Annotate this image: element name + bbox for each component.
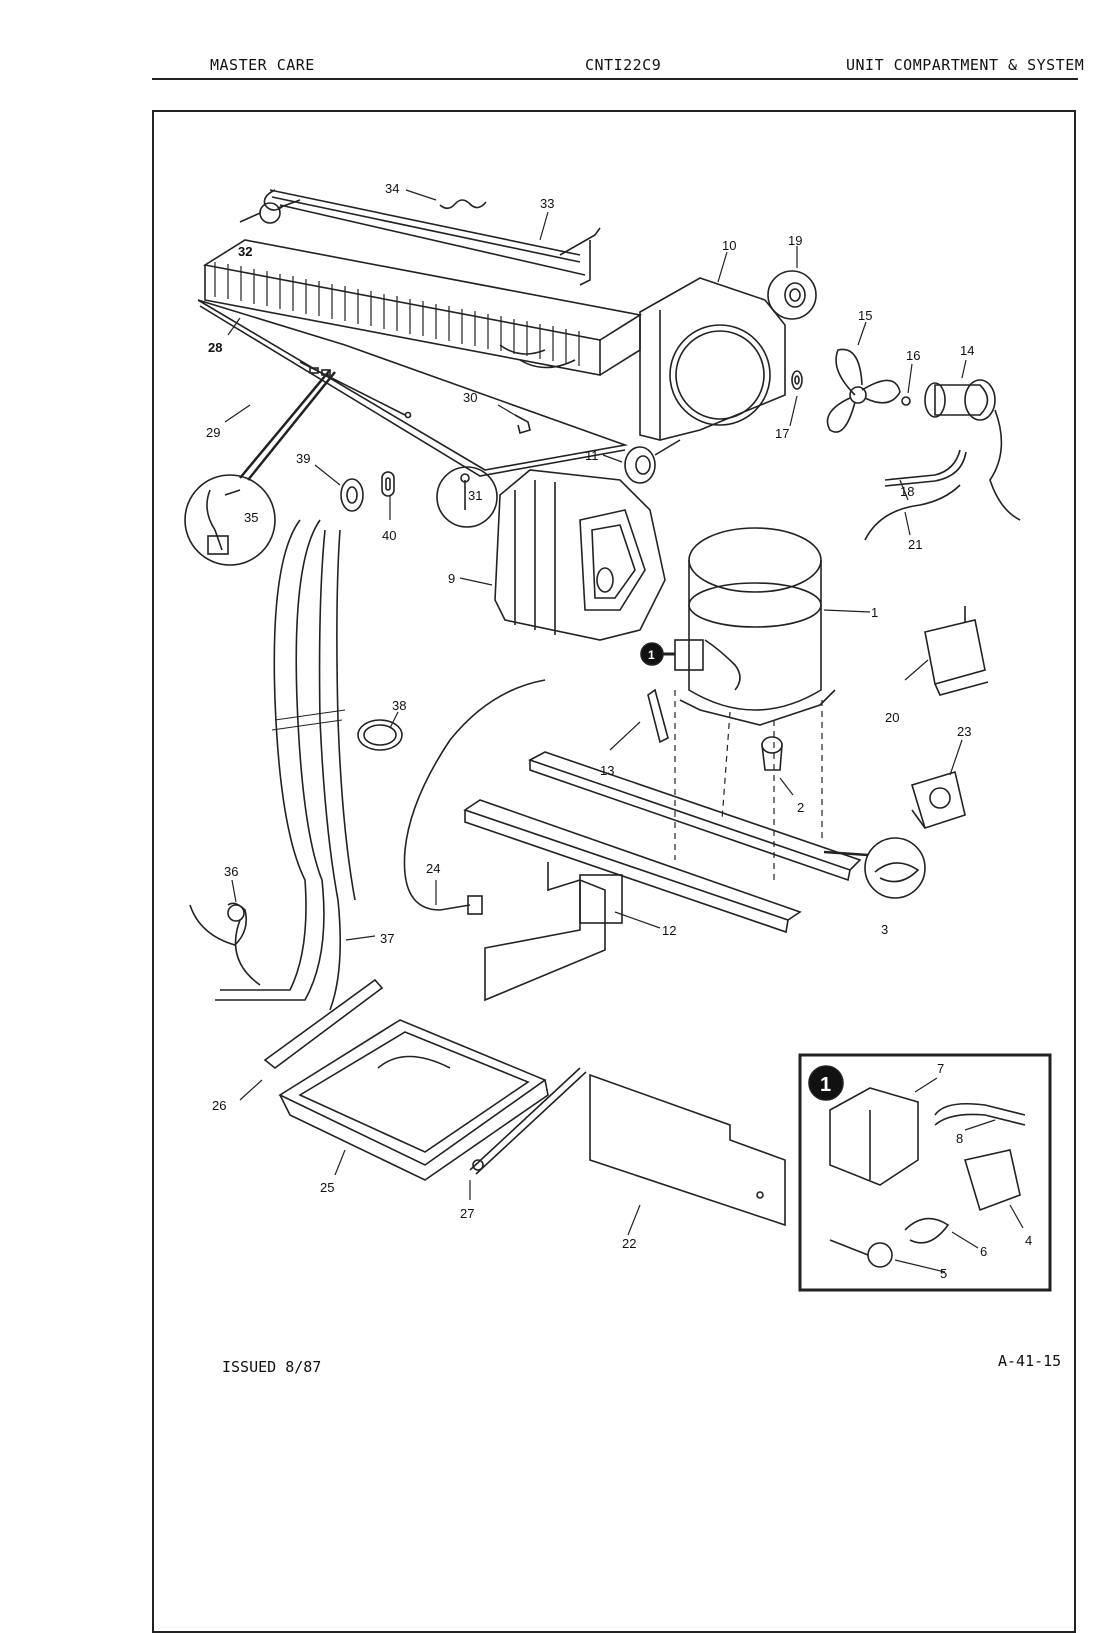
panel-22 [589,1073,786,1227]
overload-23 [911,770,966,830]
callout-21: 21 [908,537,922,552]
grommet-2 [761,736,783,771]
leader-35 [239,369,336,481]
callout-32: 32 [238,244,252,259]
callout-9: 9 [448,571,455,586]
base-rail-lower [463,799,802,934]
callout-15: 15 [858,308,872,323]
callout-1: 1 [871,605,878,620]
compressor-1 [674,527,836,726]
mounting-guides [674,690,823,880]
callout-30: 30 [463,390,477,405]
callout-29: 29 [206,425,220,440]
callout-16: 16 [906,348,920,363]
inset-box [798,1053,1052,1292]
callout-12: 12 [662,923,676,938]
callout-4: 4 [1025,1233,1032,1248]
header-left-brand: MASTER CARE [210,56,315,74]
callout-3: 3 [881,922,888,937]
callout-28: 28 [208,340,222,355]
grommet-39 [340,478,364,512]
callout-marker-1 [640,642,844,1101]
clamp-38 [357,719,403,751]
callout-25: 25 [320,1180,334,1195]
callout-8: 8 [956,1131,963,1146]
callout-38: 38 [392,698,406,713]
housing-9 [494,469,666,641]
rod-27 [469,1067,587,1175]
relay-20 [924,606,989,696]
inset-35 [184,474,276,566]
drain-pan-25 [278,1019,549,1181]
drain-tube-37 [215,519,356,1011]
callout-24: 24 [426,861,440,876]
callout-14: 14 [960,343,974,358]
plug-24 [467,895,483,915]
callout-40: 40 [382,528,396,543]
tube-18 [884,449,967,487]
callout-5: 5 [940,1266,947,1281]
wire-34 [439,199,487,210]
callout-33: 33 [540,196,554,211]
callout-20: 20 [885,710,899,725]
plate-29 [197,299,629,477]
fan-motor-14 [924,379,1021,521]
callout-18: 18 [900,484,914,499]
grommet-40 [381,471,395,497]
callout-17: 17 [775,426,789,441]
clip-30 [514,414,531,435]
drier-13 [647,688,669,744]
callout-22: 22 [622,1236,636,1251]
header-right-section: UNIT COMPARTMENT & SYSTEM [846,56,1085,74]
grommet-19 [767,270,817,320]
callout-26: 26 [212,1098,226,1113]
header-center-model: CNTI22C9 [585,56,662,74]
fan-blade-15 [826,348,901,433]
callout-labels: 1 2 3 4 5 6 7 8 9 10 11 12 13 14 15 16 1… [206,181,1032,1281]
wire-36 [189,902,261,986]
screw-31 [436,466,498,528]
callout-23: 23 [957,724,971,739]
inset-marker-1-label: 1 [820,1074,831,1096]
cord-24 [403,679,546,911]
header-rule [152,78,1078,80]
footer-page-code: A-41-15 [998,1352,1062,1370]
callout-27: 27 [460,1206,474,1221]
valve-32 [239,199,301,224]
footer-issued: ISSUED 8/87 [222,1358,322,1376]
grommet-11 [624,439,681,484]
callout-2: 2 [797,800,804,815]
pan-rail-26 [263,978,384,1070]
callout-31: 31 [468,488,482,503]
tube-assembly-33 [263,189,601,286]
callout-34: 34 [385,181,399,196]
callout-10: 10 [722,238,736,253]
nut-17 [791,370,803,390]
callout-19: 19 [788,233,802,248]
fan-shroud-10 [639,277,786,441]
callout-7: 7 [937,1061,944,1076]
callout-35: 35 [244,510,258,525]
inset-3 [864,837,926,899]
leader-3 [823,850,869,857]
callout-11: 11 [585,448,599,463]
callout-39: 39 [296,451,310,466]
washer-16 [901,396,911,406]
callout-leaders [224,189,1024,1273]
callout-marker-1-label: 1 [648,648,655,662]
callout-36: 36 [224,864,238,879]
bracket-12 [484,862,623,1002]
callout-13: 13 [600,763,614,778]
base-rail-upper [528,751,862,882]
callout-37: 37 [380,931,394,946]
wire-21 [864,484,961,541]
callout-6: 6 [980,1244,987,1259]
parts-diagram: 1 2 3 4 5 6 7 8 9 10 11 12 13 14 15 16 1… [184,181,1052,1292]
